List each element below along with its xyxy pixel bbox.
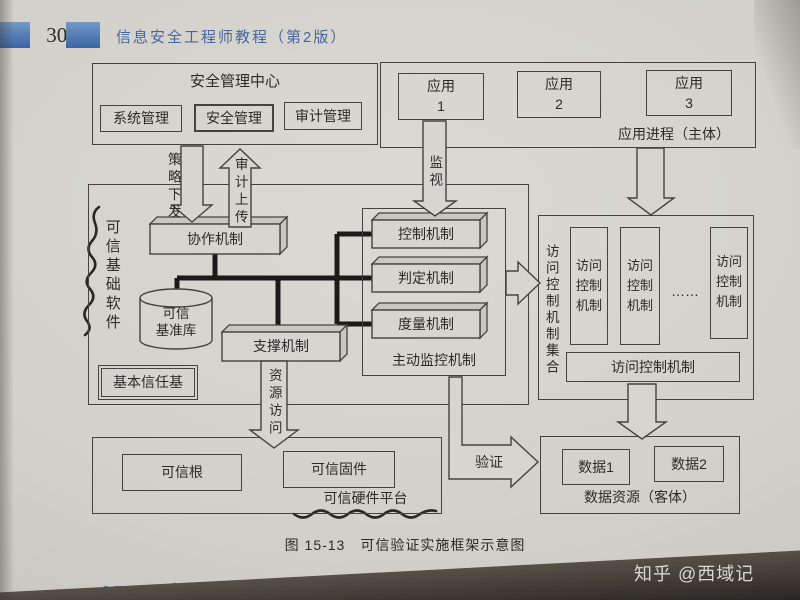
data2-label: 数据2: [671, 455, 707, 472]
acm-column-2: [620, 227, 660, 345]
app-down-arrow: [625, 147, 677, 216]
acm-column-3-label: 访问控制机制: [715, 253, 742, 310]
acm-column-1-label: 访问控制机制: [575, 257, 602, 314]
resource-access-label: 资源访问: [266, 368, 282, 438]
trusted-firmware-box: [283, 451, 395, 488]
app1-label: 应用: [427, 77, 455, 94]
verify-l-arrow: [448, 376, 540, 489]
basic-trust-box: [98, 365, 198, 400]
measure-3d-box: [370, 301, 489, 340]
app2-num: 2: [555, 95, 563, 112]
collaboration-label: 协作机制: [187, 230, 243, 247]
audit-up-label: 审计上传: [232, 157, 248, 227]
support-3d-box: [220, 323, 349, 363]
page-edge-shadow-left: [0, 0, 14, 600]
app3-label: 应用: [675, 74, 703, 91]
system-mgmt-label: 系统管理: [113, 110, 169, 127]
header-accent-left: [0, 22, 30, 48]
security-center-container: [92, 63, 378, 145]
trusted-root-label: 可信根: [161, 464, 203, 481]
page-edge-shadow-topright: [754, 0, 800, 150]
acm-set-label: 访问控制机制集合: [543, 244, 559, 376]
app-process-label: 应用进程（主体）: [618, 125, 730, 142]
trusted-firmware-label: 可信固件: [311, 461, 367, 478]
resource-down-arrow: [247, 360, 301, 449]
hardware-platform-label: 可信硬件平台: [323, 489, 408, 506]
acm-to-data-down-arrow: [615, 383, 669, 440]
security-mgmt-box: [194, 104, 274, 132]
header-accent-right: [66, 22, 100, 48]
control-label: 控制机制: [398, 225, 454, 242]
watermark: 知乎 @西域记: [634, 564, 755, 584]
measure-label: 度量机制: [398, 315, 454, 332]
app2-label: 应用: [545, 75, 573, 92]
acm-bottom-box: [566, 352, 740, 382]
app1-num: 1: [437, 97, 445, 114]
acm-column-3: [710, 227, 748, 339]
book-title: 信息安全工程师教程（第2版）: [116, 29, 348, 46]
wavy-underline-icon: [292, 509, 438, 519]
figure-caption: 图 15-13 可信验证实施框架示意图: [284, 536, 526, 553]
data1-label: 数据1: [578, 458, 614, 475]
benchmark-db-cylinder: [139, 288, 213, 350]
app3-box: [646, 70, 732, 116]
acm-column-1: [570, 227, 608, 345]
trusted-root-box: [122, 454, 242, 491]
benchmark-db-line2: 基准库: [155, 322, 197, 338]
acm-bottom-label: 访问控制机制: [611, 358, 695, 375]
app2-box: [517, 71, 601, 118]
data1-box: [562, 449, 630, 485]
monitor-label: 监视: [427, 154, 443, 190]
app-process-container: [380, 62, 756, 148]
acm-ellipsis: ……: [671, 282, 699, 299]
policy-down-label: 策略下发: [165, 152, 181, 222]
judge-3d-box: [370, 255, 489, 294]
data2-box: [654, 446, 724, 482]
verify-label: 验证: [475, 453, 503, 470]
collaboration-3d-box: [148, 215, 289, 256]
control-3d-box: [370, 211, 489, 250]
policy-down-arrow: [170, 145, 214, 223]
judge-label: 判定机制: [398, 269, 454, 286]
audit-mgmt-box: [284, 102, 362, 130]
app1-box: [398, 73, 484, 120]
audit-up-arrow: [218, 148, 262, 228]
app3-num: 3: [685, 94, 693, 111]
basic-trust-label: 基本信任基: [113, 374, 183, 391]
audit-mgmt-label: 审计管理: [295, 107, 351, 124]
system-mgmt-box: [100, 105, 182, 132]
security-mgmt-label: 安全管理: [206, 109, 262, 126]
brace-icon: [83, 205, 101, 337]
monitor-to-acm-right-arrow: [505, 260, 542, 306]
benchmark-db-line1: 可信: [162, 305, 190, 321]
support-label: 支撑机制: [253, 338, 309, 355]
data-resources-label: 数据资源（客体）: [584, 488, 696, 505]
trusted-software-label: 可信基础软件: [103, 219, 121, 333]
monitor-down-arrow: [411, 120, 459, 217]
security-center-title: 安全管理中心: [189, 73, 280, 91]
active-monitor-title: 主动监控机制: [392, 351, 476, 368]
acm-column-2-label: 访问控制机制: [626, 257, 653, 314]
